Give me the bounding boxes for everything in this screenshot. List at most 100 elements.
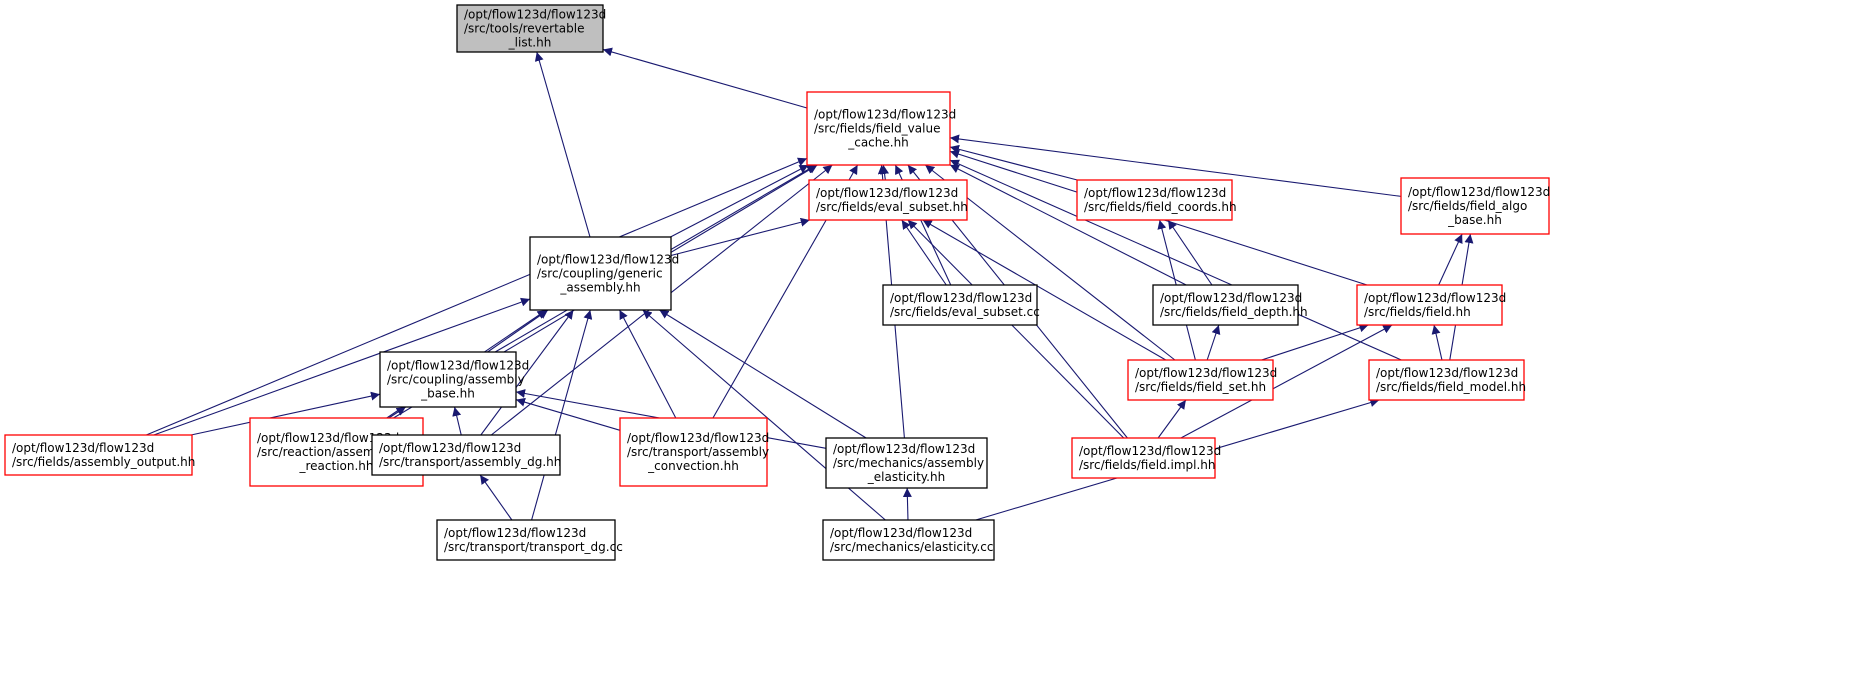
node-box [1400, 177, 1550, 235]
node-box [1368, 359, 1525, 401]
node-label-line: /src/fields/field_coords.hh [1084, 200, 1237, 214]
node-label-line: /opt/flow123d/flow123d [1408, 185, 1550, 199]
dependency-edge-generic_assembly-to-revertable_list [534, 51, 591, 238]
node-field-depth[interactable]: /opt/flow123d/flow123d/src/fields/field_… [1152, 284, 1308, 326]
dependency-edge-assembly_convection-to-assembly_base [515, 397, 621, 431]
node-box [619, 417, 768, 487]
dependency-edge-field_algo_base-to-field_value_cache [949, 134, 1402, 197]
dependency-edge-assembly_output-to-assembly_base [190, 391, 381, 436]
node-label-line: /src/mechanics/elasticity.cc [830, 540, 993, 554]
dependency-edge-assembly_elasticity-to-generic_assembly [659, 309, 867, 439]
node-field-hh[interactable]: /opt/flow123d/flow123d/src/fields/field.… [1356, 284, 1506, 326]
node-label-line: /src/fields/eval_subset.cc [890, 305, 1040, 319]
node-box [436, 519, 616, 561]
dependency-edge-eval_subset_cc-to-eval_subset_hh [901, 219, 947, 286]
node-box [822, 519, 995, 561]
node-label-line: /opt/flow123d/flow123d [12, 441, 154, 455]
node-label-line: /opt/flow123d/flow123d [1364, 291, 1506, 305]
node-box [529, 236, 672, 311]
node-field-model[interactable]: /opt/flow123d/flow123d/src/fields/field_… [1368, 359, 1526, 401]
node-assembly-convection[interactable]: /opt/flow123d/flow123d/src/transport/ass… [619, 417, 769, 487]
node-box [825, 437, 988, 489]
node-label-line: /src/coupling/generic [537, 267, 663, 281]
node-label-line: /opt/flow123d/flow123d [833, 442, 975, 456]
node-label-line: /opt/flow123d/flow123d [1135, 366, 1277, 380]
node-label-line: /opt/flow123d/flow123d [1160, 291, 1302, 305]
dependency-edge-field_set-to-eval_subset_hh [922, 219, 1167, 361]
node-box [808, 179, 968, 221]
node-assembly-base[interactable]: /opt/flow123d/flow123d/src/coupling/asse… [379, 351, 529, 408]
node-label-line: /opt/flow123d/flow123d [890, 291, 1032, 305]
node-label-line: /opt/flow123d/flow123d [537, 253, 679, 267]
dependency-edge-field_impl-to-field_set [1157, 399, 1187, 439]
node-field-coords[interactable]: /opt/flow123d/flow123d/src/fields/field_… [1076, 179, 1237, 221]
dependency-edge-assembly_dg-to-assembly_base [452, 406, 462, 436]
node-label-line: /opt/flow123d/flow123d [464, 8, 606, 22]
node-field-value-cache[interactable]: /opt/flow123d/flow123d/src/fields/field_… [806, 91, 956, 166]
node-label-line: /src/transport/assembly [627, 445, 769, 459]
dependency-edge-assembly_output-to-generic_assembly [153, 297, 531, 436]
node-label-line: /src/fields/field.impl.hh [1079, 458, 1216, 472]
node-box [1127, 359, 1274, 401]
node-generic-assembly[interactable]: /opt/flow123d/flow123d/src/coupling/gene… [529, 236, 679, 311]
node-eval-subset-cc[interactable]: /opt/flow123d/flow123d/src/fields/eval_s… [882, 284, 1040, 326]
dependency-edge-field_coords-to-field_value_cache [949, 144, 1078, 181]
node-label-line: _base.hh [1447, 213, 1502, 227]
node-eval-subset-hh[interactable]: /opt/flow123d/flow123d/src/fields/eval_s… [808, 179, 968, 221]
node-label-line: /opt/flow123d/flow123d [816, 186, 958, 200]
dependency-edge-field_depth-to-field_coords [1167, 219, 1213, 286]
node-label-line: /src/fields/field_model.hh [1376, 380, 1526, 394]
node-label-line: /opt/flow123d/flow123d [814, 108, 956, 122]
node-label-line: _base.hh [420, 387, 475, 401]
dependency-edge-generic_assembly-to-field_value_cache [670, 164, 809, 238]
node-box [379, 351, 517, 408]
node-label-line: /src/fields/field_algo [1408, 199, 1527, 213]
dependency-edge-field_set-to-field_hh [1261, 323, 1369, 361]
node-assembly-output[interactable]: /opt/flow123d/flow123d/src/fields/assemb… [4, 434, 195, 476]
dependency-edge-field_model-to-field_hh [1431, 324, 1443, 361]
dependency-edge-transport_dg_cc-to-generic_assembly [531, 309, 593, 521]
node-label-line: /src/fields/field_set.hh [1135, 380, 1266, 394]
dependency-edge-field_impl-to-eval_subset_hh [907, 219, 1125, 439]
node-revertable-list[interactable]: /opt/flow123d/flow123d/src/tools/reverta… [456, 4, 606, 53]
node-label-line: _list.hh [508, 36, 552, 50]
dependency-edge-assembly_convection-to-generic_assembly [619, 309, 677, 419]
dependency-edge-assembly_output-to-field_value_cache [146, 157, 808, 436]
node-box [371, 434, 561, 476]
nodes-layer: /opt/flow123d/flow123d/src/tools/reverta… [4, 4, 1550, 561]
node-field-impl[interactable]: /opt/flow123d/flow123d/src/fields/field.… [1071, 437, 1221, 479]
node-label-line: /opt/flow123d/flow123d [830, 526, 972, 540]
dependency-edge-field_depth-to-field_value_cache [949, 164, 1187, 286]
node-label-line: /src/coupling/assembly [387, 373, 525, 387]
node-box [1071, 437, 1216, 479]
node-elasticity-cc[interactable]: /opt/flow123d/flow123d/src/mechanics/ela… [822, 519, 995, 561]
dependency-edge-field_impl-to-field_hh [1180, 324, 1393, 439]
node-label-line: /opt/flow123d/flow123d [379, 441, 521, 455]
dependency-edge-field_set-to-field_depth [1206, 324, 1221, 361]
node-label-line: /src/fields/assembly_output.hh [12, 455, 195, 469]
node-assembly-elasticity[interactable]: /opt/flow123d/flow123d/src/mechanics/ass… [825, 437, 988, 489]
node-label-line: /opt/flow123d/flow123d [387, 359, 529, 373]
node-transport-dg-cc[interactable]: /opt/flow123d/flow123d/src/transport/tra… [436, 519, 623, 561]
node-label-line: /opt/flow123d/flow123d [1084, 186, 1226, 200]
node-box [1152, 284, 1299, 326]
node-label-line: /src/transport/assembly_dg.hh [379, 455, 561, 469]
node-box [882, 284, 1038, 326]
node-box [456, 4, 604, 53]
node-label-line: /src/fields/field_depth.hh [1160, 305, 1308, 319]
node-label-line: /opt/flow123d/flow123d [627, 431, 769, 445]
dependency-edge-field_model-to-field_value_cache [949, 159, 1402, 361]
node-box [4, 434, 193, 476]
node-box [806, 91, 951, 166]
dependency-edge-assembly_dg-to-generic_assembly [480, 309, 574, 436]
node-field-algo-base[interactable]: /opt/flow123d/flow123d/src/fields/field_… [1400, 177, 1550, 235]
node-assembly-dg[interactable]: /opt/flow123d/flow123d/src/transport/ass… [371, 434, 561, 476]
node-field-set[interactable]: /opt/flow123d/flow123d/src/fields/field_… [1127, 359, 1277, 401]
dependency-edge-eval_subset_hh-to-field_value_cache [880, 164, 889, 181]
node-label-line: /src/fields/field_value [814, 122, 940, 136]
node-label-line: /src/transport/transport_dg.cc [444, 540, 623, 554]
dependency-edge-transport_dg_cc-to-assembly_dg [479, 474, 513, 521]
node-label-line: _cache.hh [847, 136, 909, 150]
node-label-line: /src/reaction/assembly [257, 445, 393, 459]
node-box [1356, 284, 1503, 326]
